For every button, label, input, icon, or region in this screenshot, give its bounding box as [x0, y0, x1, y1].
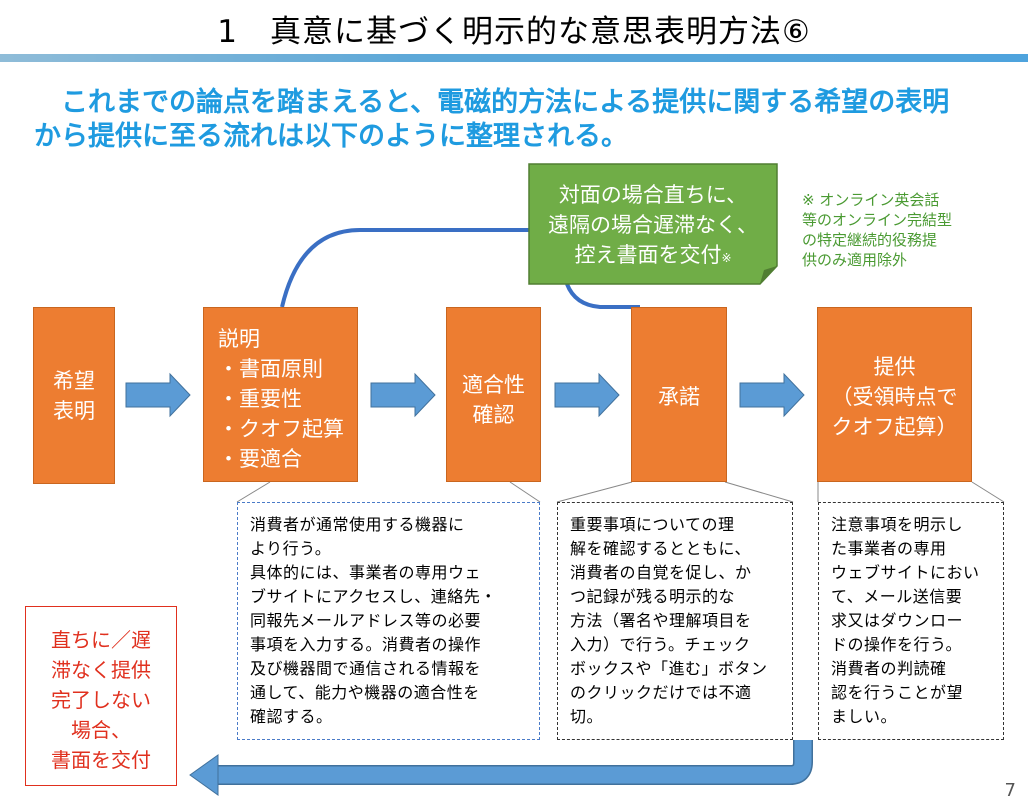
red-line-1: 直ちに／遅 [51, 628, 151, 652]
step-suitability-check: 適合性 確認 [446, 307, 541, 482]
step2-line-3: ・重要性 [218, 387, 302, 411]
note1-line-7: 及び機器間で通信される情報を [250, 659, 482, 678]
exemption-line-4: 供のみ適用除外 [802, 251, 908, 269]
flow-arrow-1 [125, 372, 191, 418]
note2-line-3: 消費者の自覚を促し、か [570, 563, 752, 582]
connector-curve-right [565, 283, 640, 309]
return-arrow-shaft [215, 740, 812, 784]
note3-line-7: 消費者の判読確 [831, 659, 947, 678]
title-underline [0, 54, 1028, 62]
callout-line-3: 控え書面を交付※ [529, 240, 777, 273]
note2-line-7: ボックスや「進む」ボタン [570, 659, 768, 678]
note3-line-6: ドの操作を行う。 [831, 635, 963, 654]
note1-connector-right [509, 481, 541, 503]
note1-line-5: 同報先メールアドレス等の必要 [250, 611, 482, 630]
note2-line-1: 重要事項についての理 [570, 515, 735, 534]
note1-line-6: 事項を入力する。消費者の操作 [250, 635, 482, 654]
step2-line-2: ・書面原則 [218, 357, 323, 381]
note1-line-2: より行う。 [250, 539, 332, 558]
step5-line-3: クオフ起算） [831, 415, 958, 439]
red-line-5: 書面を交付 [51, 748, 151, 772]
fallback-note: 直ちに／遅 滞なく提供 完了しない 場合、 書面を交付 [25, 606, 177, 786]
note-suitability: 消費者が通常使用する機器に より行う。 具体的には、事業者の専用ウェ ブサイトに… [237, 502, 540, 740]
note1-connector-left [236, 481, 271, 503]
note3-line-3: ウェブサイトにおい [831, 563, 980, 582]
note2-connector-right [724, 481, 794, 503]
intro-line-1: これまでの論点を踏まえると、電磁的方法による提供に関する希望の表明 [34, 87, 950, 118]
note3-line-8: 認を行うことが望 [831, 683, 964, 702]
note-consent: 重要事項についての理 解を確認するとともに、 消費者の自覚を促し、か つ記録が残… [557, 502, 793, 740]
connector-curve-left [280, 228, 540, 308]
step-explanation: 説明 ・書面原則 ・重要性 ・クオフ起算 ・要適合 [203, 307, 358, 482]
note2-line-9: 切。 [570, 707, 604, 726]
callout-line-1: 対面の場合直ちに、 [558, 183, 748, 207]
page-number: 7 [1004, 780, 1016, 801]
callout-line-3-text: 控え書面を交付 [574, 243, 722, 267]
note3-line-2: た事業者の専用 [831, 539, 947, 558]
red-line-3: 完了しない [51, 688, 151, 712]
step-hope-expression: 希望 表明 [33, 307, 115, 484]
note1-line-9: 確認する。 [250, 707, 333, 726]
intro-line-2: から提供に至る流れは以下のように整理される。 [34, 121, 628, 152]
note1-line-8: 通して、能力や機器の適合性を [250, 683, 480, 702]
red-line-2: 滞なく提供 [51, 658, 151, 682]
step3-line-2: 確認 [472, 403, 515, 427]
callout-fold [760, 266, 777, 284]
note2-line-2: 解を確認するとともに、 [570, 539, 752, 558]
note3-line-9: ましい。 [831, 707, 898, 726]
intro-text: これまでの論点を踏まえると、電磁的方法による提供に関する希望の表明 から提供に至… [34, 86, 1014, 154]
note3-line-4: て、メール送信要 [831, 587, 963, 606]
step5-line-2: （受領時点で [831, 385, 958, 409]
exemption-line-2: 等のオンライン完結型 [802, 211, 953, 229]
note2-line-4: つ記録が残る明示的な [570, 587, 736, 606]
callout-copy-delivery: 対面の場合直ちに、 遠隔の場合遅滞なく、 控え書面を交付※ [529, 164, 777, 284]
callout-line-2: 遠隔の場合遅滞なく、 [548, 213, 758, 237]
step4-line-1: 承諾 [658, 385, 700, 409]
note2-connector-left [556, 481, 633, 503]
note3-connector-right [971, 481, 1005, 503]
step3-line-1: 適合性 [462, 373, 525, 397]
note2-line-6: 入力）で行う。チェック [570, 635, 751, 654]
note1-line-4: ブサイトにアクセスし、連絡先・ [250, 587, 497, 606]
flow-arrow-3 [554, 372, 620, 418]
exemption-line-1: ※ オンライン英会話 [802, 191, 940, 209]
step1-line-1: 希望 [53, 368, 95, 393]
flow-arrow-4 [739, 372, 805, 418]
step2-line-1: 説明 [218, 327, 260, 351]
exemption-note: ※ オンライン英会話 等のオンライン完結型 の特定継続的役務提 供のみ適用除外 [802, 190, 1012, 270]
step5-line-1: 提供 [873, 355, 916, 379]
step-consent: 承諾 [631, 307, 727, 482]
flow-arrow-2 [370, 372, 436, 418]
return-arrow-head [189, 754, 219, 796]
step2-line-4: ・クオフ起算 [218, 417, 344, 441]
note3-line-5: 求又はダウンロー [831, 611, 964, 630]
note1-line-1: 消費者が通常使用する機器に [250, 515, 465, 534]
note2-line-5: 方法（署名や理解項目を [570, 611, 752, 630]
exemption-line-3: の特定継続的役務提 [802, 231, 938, 249]
callout-footnote-mark: ※ [721, 251, 732, 265]
step1-line-2: 表明 [53, 398, 95, 423]
note2-line-8: のクリックだけでは不適 [570, 683, 752, 702]
red-line-4: 場合、 [71, 718, 131, 742]
step2-line-5: ・要適合 [218, 447, 302, 471]
step-provision: 提供 （受領時点で クオフ起算） [817, 307, 972, 482]
page-title: 1 真意に基づく明示的な意思表明方法⑥ [217, 14, 811, 50]
note-provision: 注意事項を明示し た事業者の専用 ウェブサイトにおい て、メール送信要 求又はダ… [818, 502, 1004, 740]
note1-line-3: 具体的には、事業者の専用ウェ [250, 563, 482, 582]
note3-line-1: 注意事項を明示し [831, 515, 964, 534]
